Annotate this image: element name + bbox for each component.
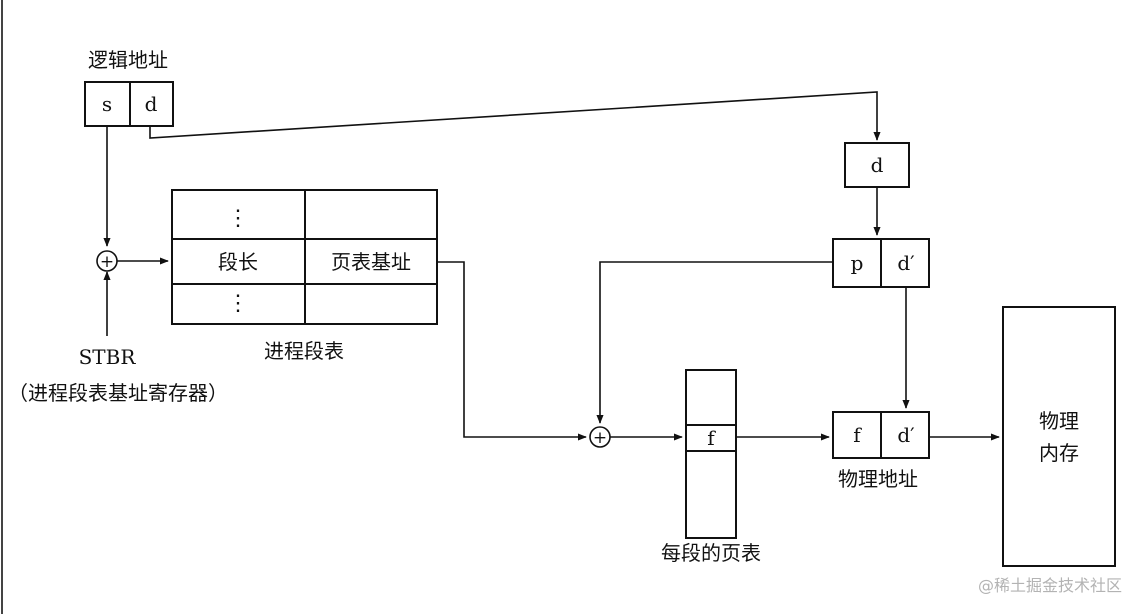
svg-text:+: + (100, 252, 114, 272)
physical-dprime-field: d′ (897, 423, 915, 447)
offset-d-box (844, 142, 910, 188)
physical-f-field: f (853, 423, 862, 447)
split-dprime-field: d′ (897, 251, 915, 275)
page-table-f-entry: f (707, 426, 716, 450)
logical-s-field: s (102, 92, 112, 116)
arrow-p-to-adder (596, 261, 833, 424)
physical-memory-box (1002, 306, 1116, 567)
page-table-title: 每段的页表 (661, 541, 761, 565)
logical-address-label: 逻辑地址 (88, 48, 168, 72)
split-p-field: p (851, 251, 864, 275)
segment-table-title: 进程段表 (264, 339, 344, 363)
page-table-base-header: 页表基址 (331, 250, 411, 274)
stbr-label: STBR (79, 345, 137, 369)
physical-address-label: 物理地址 (838, 467, 918, 491)
page-table (685, 369, 737, 539)
arrow-base-to-adder (437, 261, 587, 441)
svg-text:+: + (593, 428, 607, 448)
physical-memory-line1: 物理 (1039, 409, 1079, 433)
arrow-d-to-offset-box (149, 91, 881, 141)
watermark: @稀土掘金技术社区 (978, 576, 1122, 595)
segment-table-dots-bottom: ⋮ (227, 291, 249, 316)
segment-table-dots-top: ⋮ (227, 206, 249, 231)
stbr-description: （进程段表基址寄存器） (8, 381, 228, 405)
segment-length-header: 段长 (218, 250, 258, 274)
offset-d-text: d (871, 153, 884, 177)
physical-memory-line2: 内存 (1039, 441, 1079, 465)
logical-d-field: d (145, 92, 158, 116)
